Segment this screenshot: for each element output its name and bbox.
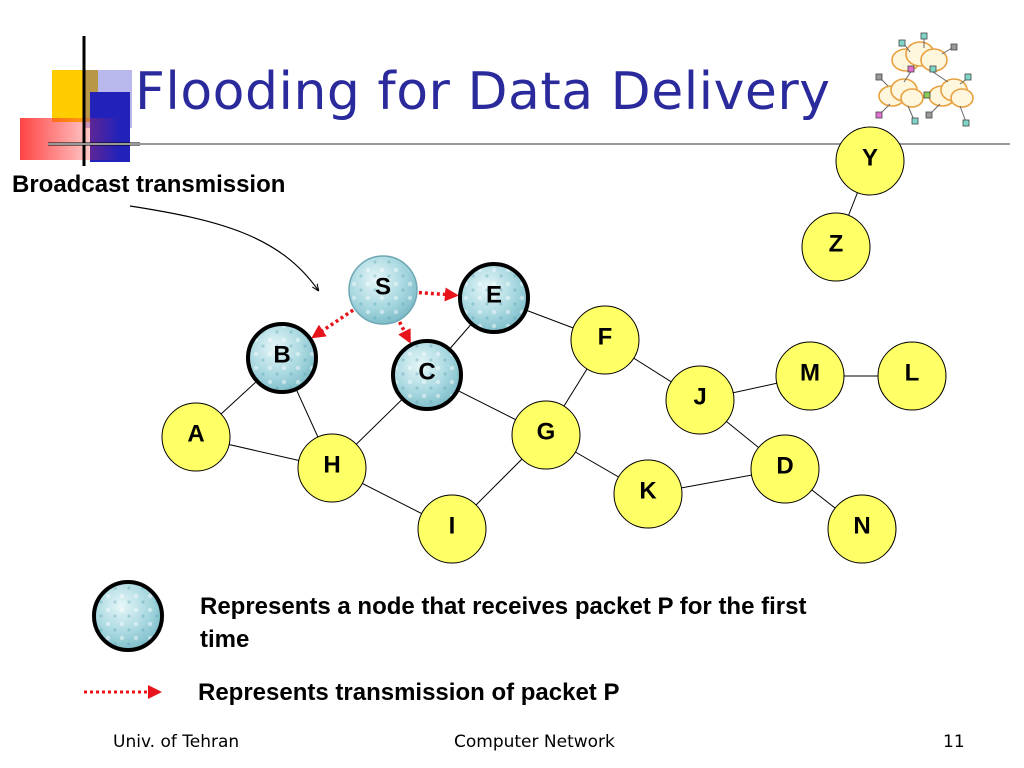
transmission-s-c [397,321,412,344]
node-label: N [853,512,870,539]
node-label: S [375,273,391,300]
footer-left: Univ. of Tehran [113,732,240,752]
node-label: Y [862,144,878,171]
node-i: I [417,494,487,564]
node-y: Y [835,126,905,196]
node-b: B [246,322,318,394]
node-a: A [161,402,231,472]
node-m: M [775,341,845,411]
broadcast-pointer-arrow [129,205,318,290]
node-j: J [665,365,735,435]
legend-transmission-label: Represents transmission of packet P [198,679,620,706]
node-label: F [598,323,613,350]
node-g: G [511,400,581,470]
transmission-s-e [418,287,459,302]
node-label: J [693,383,706,410]
footer-center: Computer Network [454,732,615,752]
legend-transmission-arrow [84,685,162,699]
node-label: E [486,281,502,308]
node-label: I [449,512,456,539]
node-label: M [800,359,820,386]
node-label: Z [829,230,844,257]
node-d: D [750,434,820,504]
network-graph: S E B C F J M L A G H D K I N Y Z [129,126,947,564]
node-s: S [348,255,418,325]
network-clouds-icon [875,32,974,127]
node-label: L [905,359,920,386]
legend-received-node-icon [92,580,164,652]
node-label: K [639,477,657,504]
node-label: H [323,451,340,478]
node-n: N [827,494,897,564]
node-f: F [570,305,640,375]
node-c: C [391,339,463,411]
node-label: B [273,341,290,368]
slide-title: Flooding for Data Delivery [135,62,831,122]
node-l: L [877,341,947,411]
broadcast-transmission-label: Broadcast transmission [12,171,286,198]
node-label: D [776,452,793,479]
nodes-layer: S E B C F J M L A G H D K I N Y Z [161,126,947,564]
node-label: A [187,420,204,447]
node-h: H [297,433,367,503]
node-label: G [537,418,556,445]
node-z: Z [801,212,871,282]
footer-page-number: 11 [943,732,965,752]
node-e: E [458,262,530,334]
node-k: K [613,459,683,529]
node-label: C [418,358,435,385]
transmission-s-b [311,308,355,339]
legend-received-label: Represents a node that receives packet P… [200,593,807,653]
transmissions-layer [311,287,459,344]
